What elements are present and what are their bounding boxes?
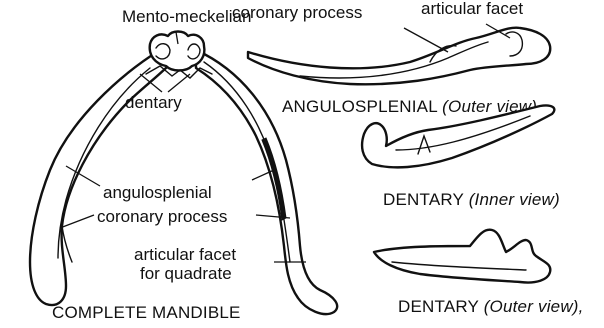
- leader-coronary-left: [60, 215, 94, 228]
- label-dentary: dentary: [125, 93, 182, 112]
- label-articular-facet-line2: for quadrate: [140, 264, 232, 283]
- label-articular-facet: articular facet: [134, 245, 236, 264]
- label-coronary-process-top: coronary process: [232, 3, 362, 22]
- caption-dentary-outer: DENTARY (Outer view),: [398, 297, 584, 316]
- angulosplenial-figure: coronary process articular facet ANGULOS…: [232, 0, 550, 116]
- caption-dentary-inner: DENTARY (Inner view): [383, 190, 560, 209]
- dentary-outer-figure: DENTARY (Outer view),: [374, 230, 584, 316]
- label-coronary-process-left: coronary process: [97, 207, 227, 226]
- label-articular-facet-top: articular facet: [421, 0, 523, 18]
- dentary-inner-figure: DENTARY (Inner view): [362, 105, 560, 209]
- label-angulosplenial: angulosplenial: [103, 183, 212, 202]
- caption-complete-mandible: COMPLETE MANDIBLE: [52, 303, 241, 322]
- dentary-outer-bone: [374, 230, 550, 283]
- complete-mandible-figure: Mento-meckelian dentary angulosplenial c…: [30, 7, 337, 322]
- angulosplenial-bone: [248, 28, 550, 85]
- leader-dentary-right: [168, 74, 190, 92]
- caption-angulosplenial: ANGULOSPLENIAL (Outer view): [282, 97, 537, 116]
- leader-coronary-top: [404, 28, 448, 52]
